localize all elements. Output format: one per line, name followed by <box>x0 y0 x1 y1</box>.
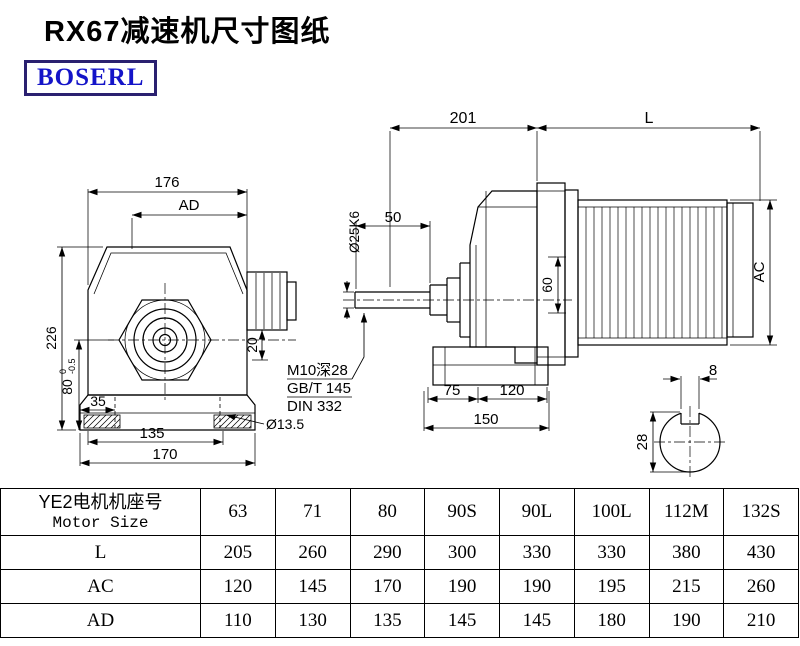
row-label-L: L <box>0 535 201 570</box>
size-col-80: 80 <box>349 488 426 536</box>
dim-28: 28 <box>634 434 651 451</box>
adapter-ring <box>536 182 566 366</box>
page-title: RX67减速机尺寸图纸 <box>44 16 331 48</box>
gear-housing <box>469 190 538 364</box>
dim-80-tol-lower: -0.5 <box>67 358 77 374</box>
cell-L-112m: 380 <box>648 535 725 570</box>
table-row-L: L 205 260 290 300 330 330 380 430 <box>0 535 799 570</box>
housing-outline <box>87 246 248 396</box>
dim-226: 226 <box>43 326 59 350</box>
side-cover <box>246 271 288 331</box>
cell-L-90s: 300 <box>424 535 500 570</box>
size-col-132s: 132S <box>723 488 799 536</box>
dim-150: 150 <box>473 411 498 428</box>
note-din-standard: DIN 332 <box>287 398 342 415</box>
logo-text: BOSERL <box>37 64 145 91</box>
dim-60: 60 <box>539 277 555 293</box>
housing-inner-edge <box>93 252 244 295</box>
dim-176: 176 <box>154 174 179 191</box>
gearbox-foot <box>432 346 549 386</box>
fan-cover <box>726 202 754 338</box>
dim-35: 35 <box>90 393 106 409</box>
size-col-100l: 100L <box>573 488 650 536</box>
dim-120: 120 <box>499 382 524 399</box>
motor-size-header: YE2电机机座号 Motor Size <box>0 488 201 536</box>
cell-L-63: 205 <box>200 535 276 570</box>
dim-80-group: 80 0 -0.5 <box>58 358 77 394</box>
dim-75: 75 <box>444 382 461 399</box>
cell-AC-90s: 190 <box>424 569 500 604</box>
cell-L-132s: 430 <box>723 535 799 570</box>
table-header-row: YE2电机机座号 Motor Size 63 71 80 90S 90L 100… <box>0 488 799 536</box>
cell-AC-71: 145 <box>274 569 351 604</box>
dim-50: 50 <box>385 209 402 226</box>
side-view: 201 L 50 Ø25K6 60 AC M10深28 GB/T 145 DIN… <box>287 110 777 432</box>
motor-size-header-en: Motor Size <box>52 514 149 532</box>
dim-135: 135 <box>139 425 164 442</box>
table-row-AC: AC 120 145 170 190 190 195 215 260 <box>0 569 799 604</box>
row-label-AC: AC <box>0 569 201 604</box>
cell-AC-100l: 195 <box>573 569 650 604</box>
cell-AD-71: 130 <box>274 603 351 638</box>
note-gb-standard: GB/T 145 <box>287 380 351 397</box>
cover-boss <box>286 281 297 321</box>
cell-AD-63: 110 <box>200 603 276 638</box>
cell-L-90l: 330 <box>499 535 575 570</box>
cell-AD-100l: 180 <box>573 603 650 638</box>
dim-AC: AC <box>751 261 768 282</box>
cell-AC-132s: 260 <box>723 569 799 604</box>
motor-fins <box>585 207 723 338</box>
dim-AD: AD <box>179 197 200 214</box>
front-view: 176 AD 226 80 0 -0.5 20 35 135 <box>43 174 304 467</box>
dim-key-width: 8 <box>709 362 717 379</box>
cell-AC-112m: 215 <box>648 569 725 604</box>
size-col-90l: 90L <box>499 488 575 536</box>
cell-AD-90l: 145 <box>499 603 575 638</box>
dimension-table: YE2电机机座号 Motor Size 63 71 80 90S 90L 100… <box>0 488 799 638</box>
motor-size-header-cn: YE2电机机座号 <box>38 492 163 512</box>
cell-L-80: 290 <box>349 535 426 570</box>
dim-80: 80 <box>59 379 75 395</box>
dim-201: 201 <box>450 110 477 127</box>
boserl-logo: BOSERL <box>24 60 158 96</box>
size-col-71: 71 <box>274 488 351 536</box>
size-col-90s: 90S <box>424 488 500 536</box>
cell-AC-80: 170 <box>349 569 426 604</box>
cell-AC-90l: 190 <box>499 569 575 604</box>
cell-AD-80: 135 <box>349 603 426 638</box>
leader-line <box>225 414 265 425</box>
size-col-112m: 112M <box>648 488 725 536</box>
cell-AD-112m: 190 <box>648 603 725 638</box>
cell-L-71: 260 <box>274 535 351 570</box>
size-col-63: 63 <box>200 488 276 536</box>
technical-drawing: 176 AD 226 80 0 -0.5 20 35 135 <box>43 110 777 480</box>
foot-pad-left <box>83 414 121 429</box>
row-label-AD: AD <box>0 603 201 638</box>
cell-AC-63: 120 <box>200 569 276 604</box>
dim-20: 20 <box>244 337 260 353</box>
cell-AD-132s: 210 <box>723 603 799 638</box>
cell-L-100l: 330 <box>573 535 650 570</box>
table-row-AD: AD 110 130 135 145 145 180 190 210 <box>0 603 799 638</box>
cell-AD-90s: 145 <box>424 603 500 638</box>
dim-hole-13-5: Ø13.5 <box>266 416 304 432</box>
leader-line <box>351 313 368 380</box>
dim-80-tol-upper: 0 <box>58 369 68 374</box>
motor-flange <box>564 189 579 358</box>
motor-body <box>577 199 728 346</box>
dim-L: L <box>645 110 654 127</box>
shaft-section-view: 8 28 <box>634 362 726 480</box>
dim-shaft-diameter: Ø25K6 <box>347 211 362 253</box>
dim-170: 170 <box>152 446 177 463</box>
note-thread: M10深28 <box>287 362 348 379</box>
